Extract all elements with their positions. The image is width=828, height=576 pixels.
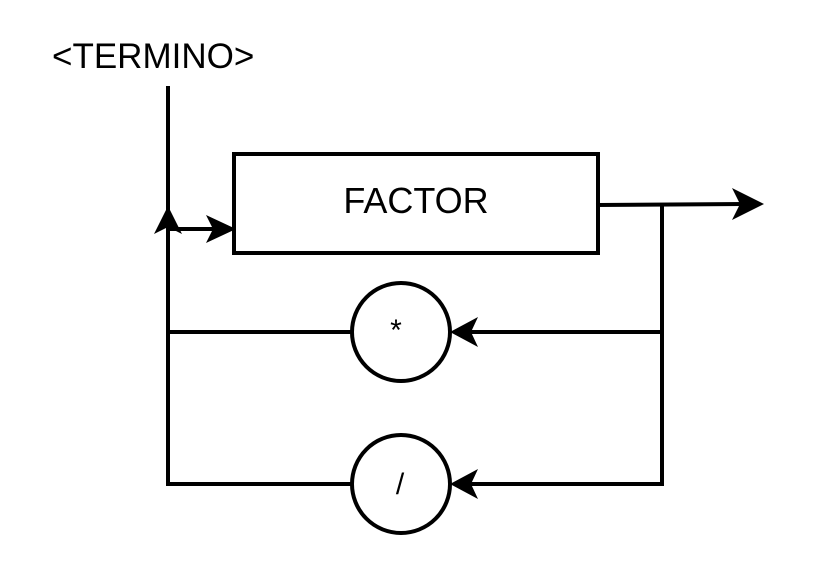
divide-arrow	[450, 469, 478, 499]
divide-operator-label: /	[396, 468, 405, 501]
multiply-operator-label: *	[390, 314, 402, 347]
factor-box	[232, 152, 600, 255]
exit-arrow	[732, 188, 764, 220]
factor-label: FACTOR	[343, 180, 488, 221]
exit-line	[595, 201, 745, 208]
multiply-arrow	[450, 317, 478, 347]
entry-to-factor-arrow	[206, 215, 236, 243]
diagram-title: <TERMINO>	[52, 37, 254, 76]
